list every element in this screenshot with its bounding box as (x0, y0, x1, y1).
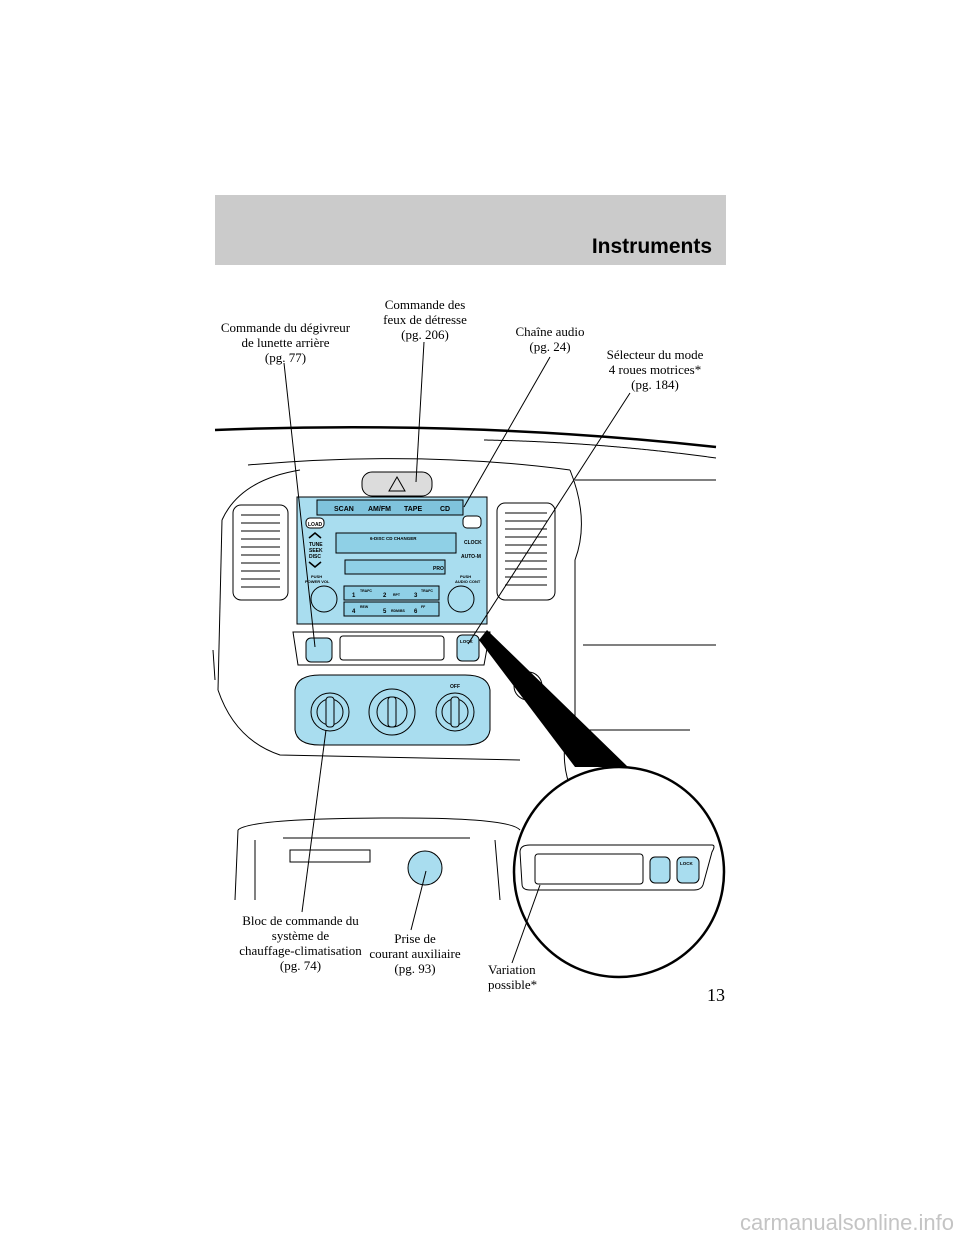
svg-text:TAPE: TAPE (404, 506, 422, 513)
svg-text:LOAD: LOAD (308, 522, 323, 528)
svg-text:TRAFC: TRAFC (421, 589, 433, 593)
hazard-button (361, 471, 433, 497)
svg-text:TRAFC: TRAFC (360, 589, 372, 593)
svg-text:FF: FF (421, 605, 426, 609)
svg-text:LOCK: LOCK (460, 639, 473, 644)
svg-text:TUNE: TUNE (309, 542, 323, 548)
svg-text:PUSH: PUSH (460, 574, 471, 579)
svg-text:AUTO-M: AUTO-M (461, 554, 481, 560)
callout-audio: Chaîne audio (pg. 24) (515, 324, 585, 354)
svg-text:SEEK: SEEK (309, 548, 323, 554)
svg-text:OFF: OFF (450, 684, 460, 690)
callout-power-point: Prise de courant auxiliaire (pg. 93) (369, 931, 461, 976)
svg-text:CD: CD (440, 506, 450, 513)
watermark: carmanualsonline.info (739, 1210, 954, 1235)
svg-text:PUSH: PUSH (311, 574, 322, 579)
svg-text:6: 6 (414, 609, 418, 615)
svg-text:REW: REW (360, 605, 369, 609)
svg-text:AUDIO CONT: AUDIO CONT (455, 579, 481, 584)
svg-text:PRO: PRO (433, 566, 444, 572)
callout-4wd: Sélecteur du mode 4 roues motrices* (pg.… (606, 347, 704, 392)
4wd-switch (456, 634, 480, 662)
svg-text:5: 5 (383, 609, 387, 615)
svg-text:3: 3 (414, 593, 418, 599)
section-title: Instruments (591, 235, 712, 258)
svg-text:DISC: DISC (309, 554, 321, 560)
svg-text:CLOCK: CLOCK (464, 540, 482, 546)
svg-text:AM/FM: AM/FM (368, 506, 391, 513)
page-number: 13 (707, 985, 725, 1005)
svg-text:LOCK: LOCK (680, 861, 693, 866)
power-point (407, 850, 443, 886)
callout-variation: Variation possible* (488, 962, 538, 992)
svg-text:6-DISC CD CHANGER: 6-DISC CD CHANGER (370, 536, 417, 541)
svg-text:1: 1 (352, 593, 356, 599)
callout-rear-defroster: Commande du dégivreur de lunette arrière… (220, 320, 351, 365)
svg-text:4: 4 (352, 609, 356, 615)
rear-defroster-button (305, 637, 333, 663)
scan-label: SCAN (334, 506, 354, 513)
callout-hazard: Commande des feux de détresse (pg. 206) (383, 297, 467, 342)
svg-text:RPT: RPT (393, 593, 401, 597)
svg-text:2: 2 (383, 593, 387, 599)
callout-climate: Bloc de commande du système de chauffage… (239, 913, 362, 973)
header-bar: Instruments (215, 195, 726, 265)
svg-text:POWER VOL: POWER VOL (305, 579, 330, 584)
svg-text:RDM/BS: RDM/BS (391, 609, 405, 613)
